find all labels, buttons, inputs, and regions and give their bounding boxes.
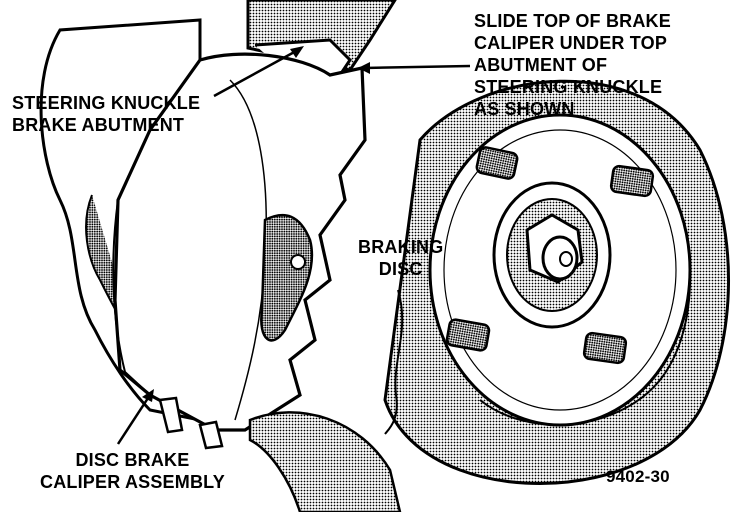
- callout-line: SLIDE TOP OF BRAKE: [474, 11, 671, 31]
- wheel-stud: [445, 318, 491, 352]
- slide-top-callout: SLIDE TOP OF BRAKE CALIPER UNDER TOP ABU…: [474, 10, 671, 120]
- callout-line: CALIPER UNDER TOP: [474, 33, 668, 53]
- caliper-assembly-callout: DISC BRAKE CALIPER ASSEMBLY: [40, 449, 225, 493]
- steering-knuckle-callout: STEERING KNUCKLE BRAKE ABUTMENT: [12, 92, 200, 136]
- callout-line: ABUTMENT OF: [474, 55, 608, 75]
- callout-line: BRAKING: [358, 237, 444, 257]
- wheel-stud: [609, 164, 655, 198]
- wheel-stud: [475, 146, 519, 180]
- lower-arm: [248, 411, 402, 512]
- callout-line: STEERING KNUCKLE: [474, 77, 663, 97]
- callout-line: BRAKE ABUTMENT: [12, 115, 185, 135]
- wheel-hub: [492, 181, 612, 329]
- callout-line: DISC BRAKE: [75, 450, 190, 470]
- leader-lines: [116, 46, 471, 445]
- figure-number: 9402-30: [606, 467, 670, 486]
- wheel-stud: [582, 331, 628, 365]
- callout-line: STEERING KNUCKLE: [12, 93, 201, 113]
- callout-line: AS SHOWN: [474, 99, 575, 119]
- braking-disc-callout: BRAKING DISC: [358, 236, 443, 280]
- callout-line: CALIPER ASSEMBLY: [40, 472, 225, 492]
- wheel-studs: [445, 146, 655, 365]
- disc-brake-caliper: [112, 52, 367, 450]
- callout-line: DISC: [378, 259, 423, 279]
